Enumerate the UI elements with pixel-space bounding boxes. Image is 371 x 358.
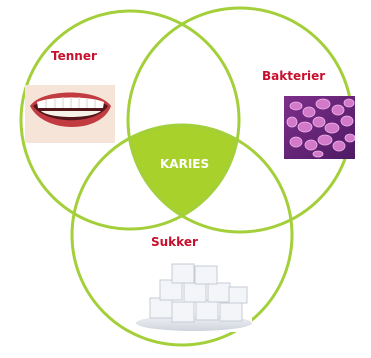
set-label-teeth: Tenner [51, 49, 97, 63]
sugar-cubes-photo [136, 255, 252, 332]
set-label-bacteria: Bakterier [262, 69, 325, 83]
intersection-label: KARIES [160, 157, 209, 171]
bacteria-microscope-photo [284, 96, 355, 159]
set-label-sugar: Sukker [151, 235, 198, 249]
smiling-teeth-photo [25, 85, 115, 143]
